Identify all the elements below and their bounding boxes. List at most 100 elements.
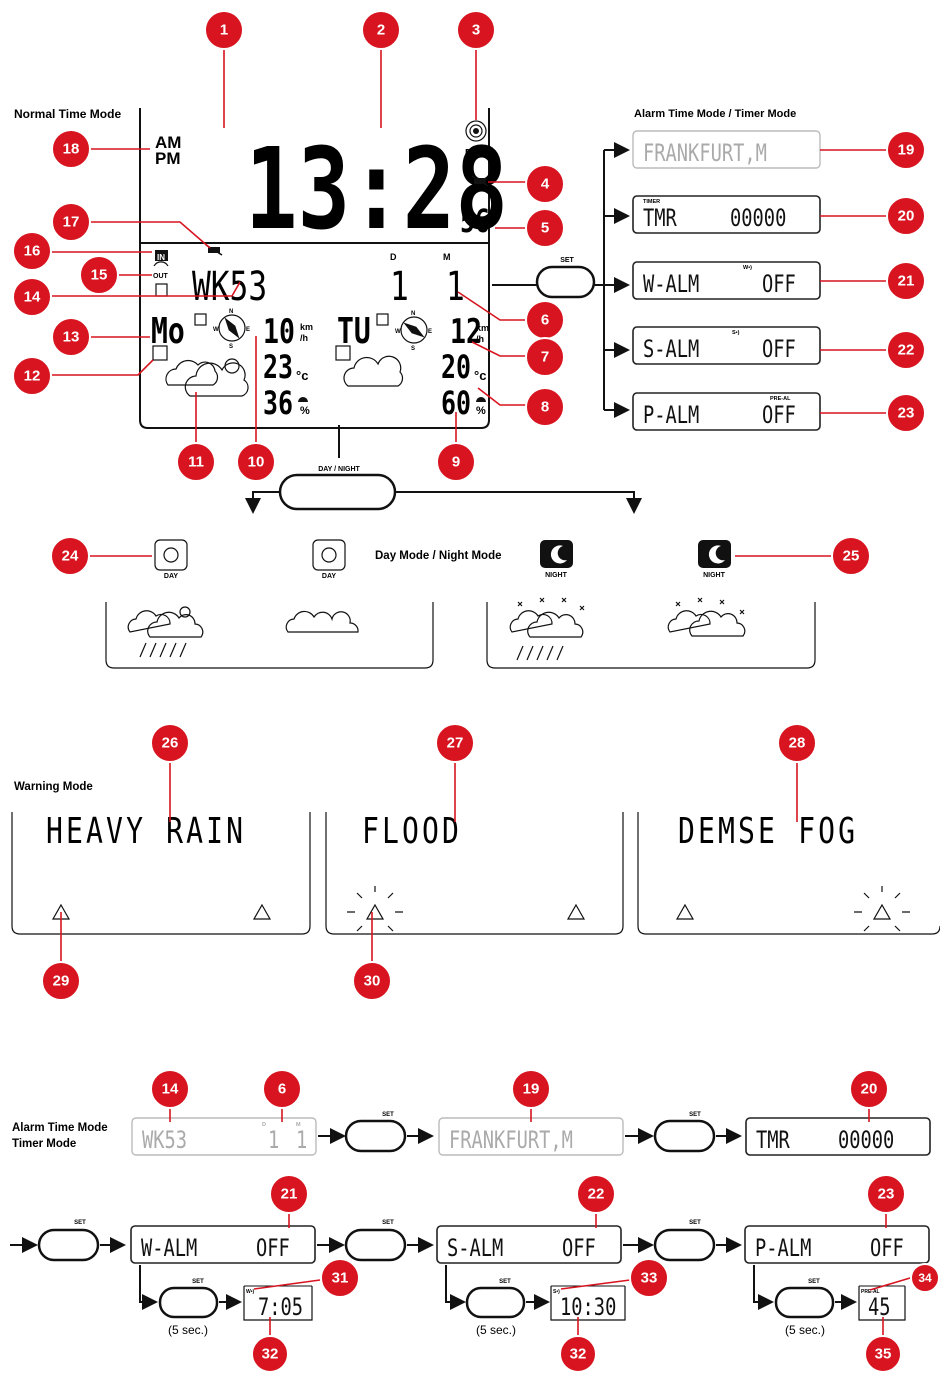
svg-text:TIMER: TIMER (643, 199, 660, 205)
svg-text:28: 28 (789, 735, 806, 752)
svg-text:PRE-AL: PRE-AL (861, 1289, 880, 1295)
night-weather-panel (486, 602, 816, 669)
badge-32-w: 32 (251, 1335, 289, 1373)
svg-text:S•): S•) (553, 1289, 560, 1295)
five-sec-p: (5 sec.) (785, 1323, 825, 1337)
svg-text:W: W (395, 329, 401, 335)
set-button-hold-p[interactable] (774, 1286, 835, 1319)
svg-text:DAY: DAY (164, 573, 178, 580)
svg-text:22: 22 (898, 342, 915, 359)
svg-text:29: 29 (53, 973, 70, 990)
svg-text:S•): S•) (732, 330, 740, 336)
svg-text:24: 24 (62, 548, 79, 565)
wind-unit-h-right: /h (476, 334, 484, 344)
svg-text:NIGHT: NIGHT (545, 572, 568, 579)
heading-warning-mode: Warning Mode (14, 781, 93, 793)
warning-icon-4 (675, 903, 695, 920)
heading-timer-mode: Timer Mode (12, 1138, 76, 1150)
badge-6-flow: 6 (262, 1069, 302, 1109)
svg-text:5: 5 (541, 220, 549, 237)
svg-text:W: W (213, 327, 219, 333)
set-button-hold-w[interactable] (158, 1286, 219, 1319)
heading-alarm-time-mode: Alarm Time Mode (12, 1122, 108, 1134)
svg-text:7: 7 (541, 349, 549, 366)
pm-indicator: PM (155, 149, 181, 168)
set-button-flow-2[interactable] (653, 1119, 716, 1153)
svg-text:13: 13 (63, 329, 80, 346)
sun-small-icon (194, 313, 207, 326)
heading-day-night-mode: Day Mode / Night Mode (375, 550, 502, 562)
svg-text:WK53: WK53 (142, 1127, 187, 1155)
svg-text:1: 1 (296, 1127, 307, 1155)
svg-text:12: 12 (24, 368, 41, 385)
leader-lines (52, 50, 911, 1336)
svg-text:32: 32 (262, 1346, 279, 1363)
svg-text:N: N (229, 309, 233, 315)
svg-text:16: 16 (24, 243, 41, 260)
set-button-hold-s[interactable] (465, 1286, 526, 1319)
bottom-panel-city: FRANKFURT,M (438, 1117, 624, 1156)
set-button-flow-3[interactable] (37, 1228, 100, 1262)
svg-text:OFF: OFF (562, 1235, 596, 1263)
night-rain-cloud-icon (509, 597, 585, 661)
set-button-flow-1[interactable] (344, 1119, 407, 1153)
badge-11: 11 (176, 442, 216, 482)
badge-27: 27 (435, 723, 475, 763)
day-rain-cloud-icon (127, 606, 204, 658)
svg-text:21: 21 (898, 273, 915, 290)
warning-icon-flashing-flood (347, 886, 403, 932)
badge-30: 30 (352, 961, 392, 1001)
set-button-main[interactable] (535, 265, 596, 299)
night-icon-1: NIGHT (540, 540, 573, 579)
svg-text:NIGHT: NIGHT (703, 572, 726, 579)
svg-text:S-ALM: S-ALM (447, 1235, 503, 1263)
svg-text:E: E (428, 329, 432, 335)
w-alarm-time-panel: W•) 7:05 (243, 1285, 313, 1322)
svg-text:E: E (246, 327, 250, 333)
badge-31: 31 (320, 1258, 360, 1298)
set-label-hold-w: SET (192, 1279, 204, 1285)
svg-text:00000: 00000 (730, 205, 786, 233)
svg-text:OFF: OFF (870, 1235, 904, 1263)
svg-text:PRE-AL: PRE-AL (770, 396, 791, 402)
svg-text:14: 14 (162, 1081, 179, 1098)
svg-text:OFF: OFF (762, 336, 796, 364)
badge-26: 26 (150, 723, 190, 763)
warning-panel-heavy-rain (11, 812, 311, 935)
set-label-hold-s: SET (499, 1279, 511, 1285)
wind-speed-right: 12 (450, 313, 482, 352)
day-night-button[interactable] (278, 473, 397, 511)
svg-text:45: 45 (868, 1294, 891, 1322)
svg-text:19: 19 (898, 142, 915, 159)
svg-text:8: 8 (541, 399, 549, 416)
weather-cloud-sun-icon-left (165, 358, 249, 397)
five-sec-s: (5 sec.) (476, 1323, 516, 1337)
am-indicator: AM (155, 133, 181, 152)
svg-text:1: 1 (268, 1127, 279, 1155)
set-button-flow-4[interactable] (344, 1228, 407, 1262)
svg-text:6: 6 (541, 312, 549, 329)
outdoor-signal-icon: OUT (153, 261, 169, 280)
svg-text:S-ALM: S-ALM (643, 336, 699, 364)
bottom-panel-s-alarm: S-ALM OFF (436, 1225, 622, 1264)
svg-text:M: M (296, 1122, 301, 1128)
five-sec-w: (5 sec.) (168, 1323, 208, 1337)
warning-icon-3 (566, 903, 586, 920)
forecast-icon-right (335, 345, 351, 361)
panel-p-alarm: PRE-AL P-ALM OFF (632, 392, 821, 431)
badge-13: 13 (51, 317, 91, 357)
svg-text:10: 10 (248, 454, 265, 471)
svg-text:OUT: OUT (153, 273, 169, 280)
panel-timer: TIMER TMR 00000 (632, 195, 821, 234)
humidity-unit-left: % (300, 405, 310, 417)
badge-14-flow: 14 (150, 1069, 190, 1109)
set-label-main: SET (560, 257, 574, 264)
set-button-flow-5[interactable] (653, 1228, 716, 1262)
set-label-hold-p: SET (808, 1279, 820, 1285)
svg-text:20: 20 (898, 208, 915, 225)
badge-22-flow: 22 (576, 1174, 616, 1214)
night-cloud-icon (667, 597, 746, 637)
svg-text:D: D (262, 1122, 266, 1128)
svg-text:3: 3 (472, 22, 480, 39)
